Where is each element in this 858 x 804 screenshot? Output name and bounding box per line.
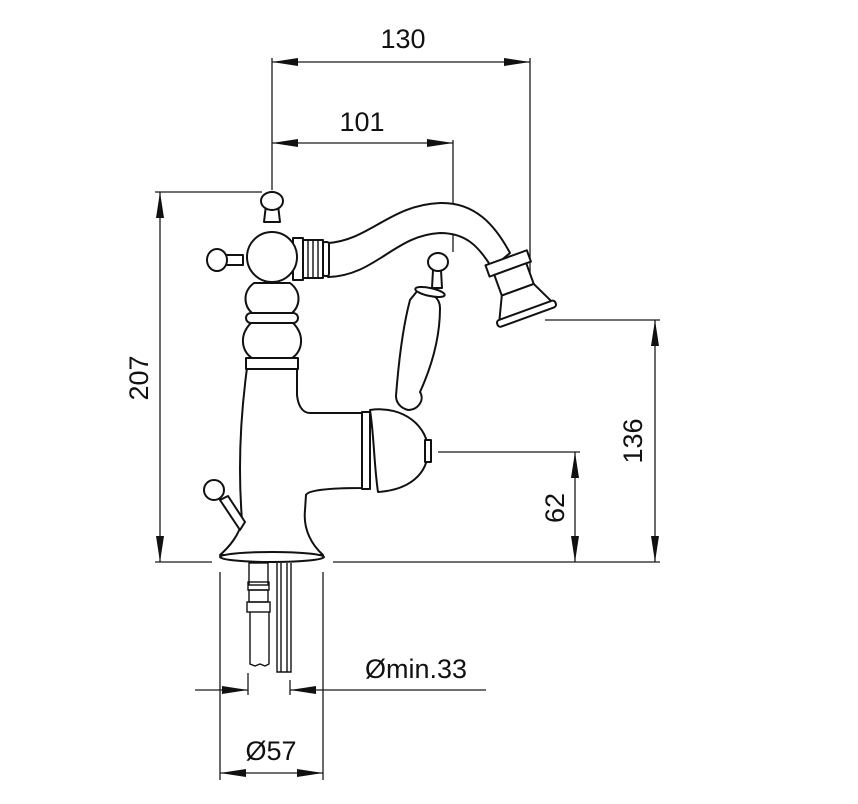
dimension-101: 101 <box>272 107 454 252</box>
popup-rod <box>276 563 292 673</box>
dimension-label-62: 62 <box>540 493 570 523</box>
dimension-62: 62 <box>438 451 580 562</box>
popup-knob <box>203 479 225 501</box>
dimension-136: 136 <box>545 319 660 562</box>
cartridge-dome <box>369 408 429 493</box>
body-collar <box>245 357 299 370</box>
dimension-hole-diameter: Ømin.33 <box>195 654 486 695</box>
dimension-label-130: 130 <box>380 24 425 54</box>
cartridge-cap <box>424 439 432 463</box>
dimension-label-base-diameter: Ø57 <box>245 736 296 766</box>
spout <box>327 201 511 278</box>
top-knob <box>260 191 284 211</box>
spout-outlet <box>484 249 557 328</box>
dimension-207: 207 <box>124 191 262 563</box>
dimension-label-hole-diameter: Ømin.33 <box>365 654 467 684</box>
column-ring <box>245 312 299 324</box>
faucet-outline <box>203 191 557 673</box>
popup-lever <box>219 495 246 531</box>
left-knob <box>206 248 228 272</box>
dimension-label-136: 136 <box>618 418 648 463</box>
spout-collar <box>292 237 330 281</box>
lever-knob <box>427 252 449 272</box>
dimension-label-207: 207 <box>124 355 154 400</box>
column-lower-bulb <box>242 321 302 359</box>
cartridge-ring <box>361 411 371 490</box>
base-flange <box>219 551 325 563</box>
lever-cap <box>414 285 446 299</box>
lever-knob-stem <box>431 269 443 289</box>
lever-handle <box>395 289 441 411</box>
dimension-130: 130 <box>271 24 531 305</box>
flex-hose <box>246 562 271 667</box>
dimension-base-diameter: Ø57 <box>219 572 324 780</box>
handle-hub <box>246 231 298 283</box>
faucet-body <box>219 367 363 556</box>
column-upper-bulb <box>244 282 300 314</box>
dimension-label-101: 101 <box>339 107 384 137</box>
